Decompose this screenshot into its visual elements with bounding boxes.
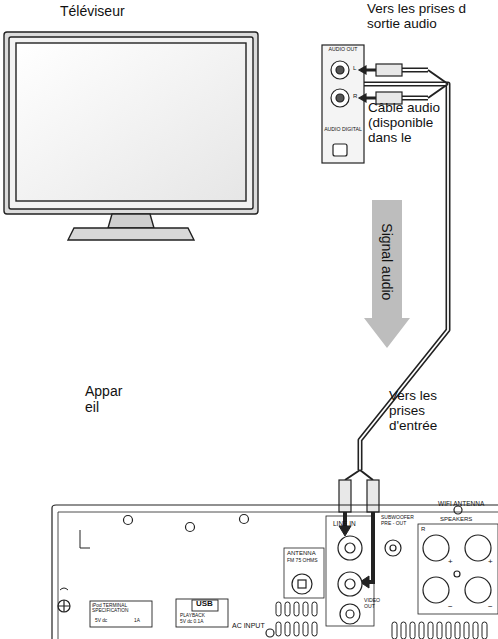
- vent-slots: [276, 602, 487, 639]
- panel-marking: FM 75 OHMS: [287, 558, 318, 564]
- vent-slot: [410, 622, 415, 639]
- panel-label: L: [353, 65, 356, 72]
- vent-slot: [294, 602, 299, 616]
- panel-marking: ANTENNA: [287, 550, 316, 557]
- vent-slot: [473, 622, 478, 639]
- vent-slot: [294, 622, 299, 636]
- tv-drawing: [4, 32, 258, 240]
- tv-plugs: [359, 64, 448, 104]
- vent-slot: [392, 622, 397, 639]
- panel-marking: SPEAKERS: [440, 516, 472, 523]
- vent-slot: [312, 602, 317, 616]
- vent-slot: [419, 622, 424, 639]
- panel-marking: AC INPUT: [232, 622, 265, 630]
- callout-text: Câble audio (disponible dans le: [368, 100, 448, 145]
- vent-slot: [285, 622, 290, 636]
- panel-marking: VIDEO OUT: [364, 598, 392, 610]
- node-heading: Téléviseur: [60, 4, 125, 20]
- panel-marking: iPod TERMINAL SPECIFICATION: [92, 603, 152, 614]
- signal-label: Signal audio: [379, 223, 395, 300]
- callout-text: Vers les prises d'entrée: [389, 388, 449, 433]
- panel-marking: +: [448, 558, 453, 567]
- vent-slot: [401, 622, 406, 639]
- vent-slot: [446, 622, 451, 639]
- vent-slot: [428, 622, 433, 639]
- panel-marking: 5V dc 0.1A: [180, 619, 203, 624]
- panel-marking: LINE IN: [333, 520, 356, 527]
- panel-marking: USB: [196, 600, 213, 609]
- panel-label: AUDIO OUT: [322, 47, 364, 53]
- panel-label: AUDIO DIGITAL: [322, 127, 364, 133]
- vent-slot: [437, 622, 442, 639]
- audio-cable: [360, 84, 448, 470]
- panel-marking: WIFI ANTENNA: [438, 500, 484, 507]
- node-heading: Appar eil: [85, 384, 127, 415]
- vent-slot: [303, 622, 308, 636]
- panel-marking: PLAYBACK: [180, 613, 205, 618]
- vent-slot: [276, 602, 281, 616]
- panel-marking: 1A: [134, 618, 140, 623]
- callout-text: Vers les prises d sortie audio: [367, 1, 492, 31]
- vent-slot: [285, 602, 290, 616]
- panel-marking: −: [488, 603, 493, 612]
- tv-set: Téléviseur: [2, 30, 260, 242]
- panel-label: R: [353, 93, 357, 100]
- panel-marking: −: [448, 603, 453, 612]
- device-back-panel: [52, 505, 498, 639]
- audio-cable: [360, 84, 448, 470]
- tv-audio-panel: AUDIO OUT L R AUDIO DIGITAL: [322, 45, 364, 163]
- device-plugs: [339, 470, 379, 588]
- panel-marking: R: [421, 526, 425, 533]
- device: Appar eil: [52, 470, 498, 639]
- panel-marking: +: [488, 558, 493, 567]
- vent-slot: [303, 602, 308, 616]
- panel-marking: 5V dc: [95, 618, 107, 623]
- tv-jack-panel: [322, 45, 364, 163]
- vent-slot: [455, 622, 460, 639]
- vent-slot: [464, 622, 469, 639]
- signal-arrow: [364, 200, 410, 348]
- vent-slot: [276, 622, 281, 636]
- vent-slot: [312, 622, 317, 636]
- panel-marking: SUBWOOFER PRE - OUT: [381, 515, 415, 526]
- vent-slot: [482, 622, 487, 639]
